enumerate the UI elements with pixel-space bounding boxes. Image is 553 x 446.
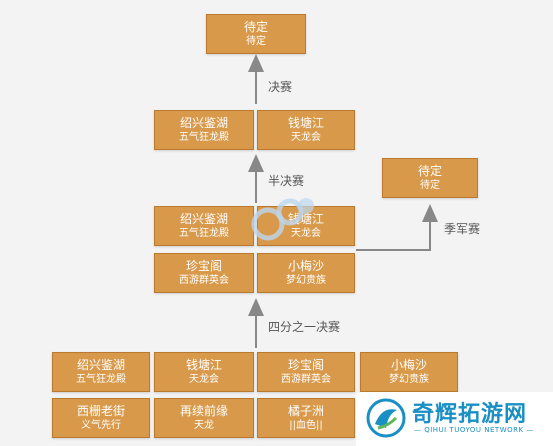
logo-mark-icon: [366, 398, 406, 438]
stage-label-third-place: 季军赛: [444, 222, 481, 236]
champion-team: 待定: [246, 35, 266, 47]
arrow-third-place: [356, 204, 438, 251]
quarterfinalist-box: 钱塘江 天龙会: [154, 352, 254, 392]
stage-label-semifinal: 半决赛: [268, 174, 305, 188]
stage-label-quarterfinal: 四分之一决赛: [268, 320, 341, 334]
finalist-box: 绍兴鉴湖 五气狂龙殿: [154, 110, 254, 150]
semifinalist-box: 珍宝阁 西游群英会: [154, 253, 254, 293]
quarterfinalist-box: 再续前缘 天龙: [154, 398, 254, 438]
third-place-box: 待定 待定: [382, 158, 478, 198]
quarterfinalist-box: 橘子洲 ||血色||: [257, 398, 355, 438]
quarterfinalist-box: 西栅老街 义气先行: [52, 398, 150, 438]
logo-title: 奇辉拓游网: [412, 401, 528, 427]
logo-subtitle: — QIHUI TUOYOU NETWORK —: [414, 426, 534, 434]
semifinalist-box: 小梅沙 梦幻贵族: [257, 253, 355, 293]
stage-label-final: 决赛: [268, 80, 293, 94]
champion-guild: 待定: [243, 19, 268, 34]
semifinalist-box: 绍兴鉴湖 五气狂龙殿: [154, 206, 254, 246]
quarterfinalist-box: 绍兴鉴湖 五气狂龙殿: [52, 352, 150, 392]
site-logo[interactable]: 奇辉拓游网 — QIHUI TUOYOU NETWORK —: [356, 392, 553, 446]
semifinalist-box: 钱塘江 天龙会: [257, 206, 355, 246]
champion-box: 待定 待定: [206, 14, 306, 54]
quarterfinalist-box: 珍宝阁 西游群英会: [257, 352, 355, 392]
finalist-box: 钱塘江 天龙会: [257, 110, 355, 150]
quarterfinalist-box: 小梅沙 梦幻贵族: [360, 352, 458, 392]
